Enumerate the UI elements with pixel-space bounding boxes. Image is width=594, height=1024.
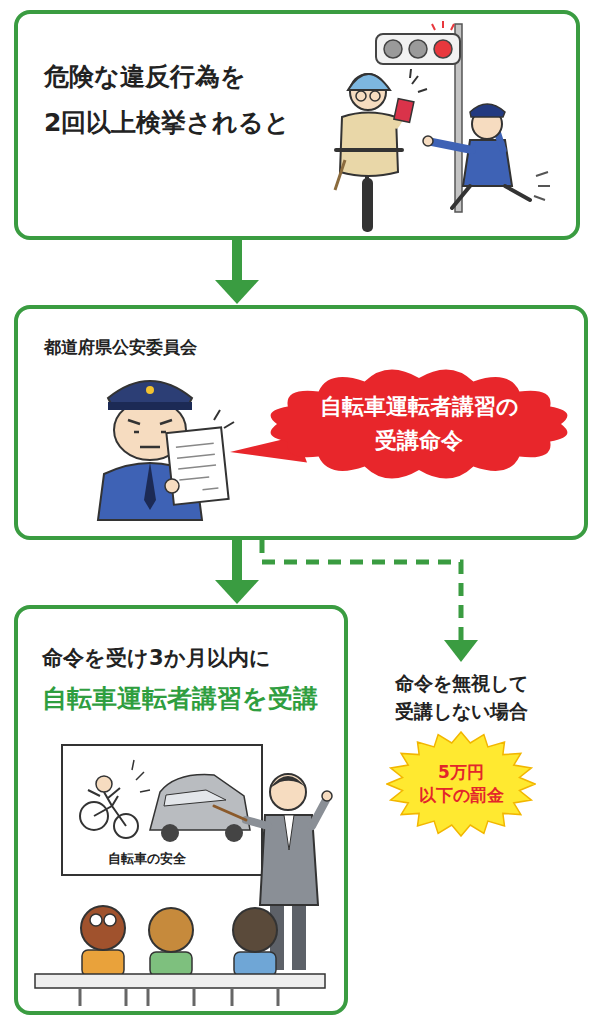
- node-text: 自転車運転者講習を受講: [42, 681, 328, 717]
- node-text: 命令を受け3か月以内に: [42, 643, 328, 673]
- node-text: 危険な違反行為を 2回以上検挙されると: [44, 54, 334, 146]
- cloud-outline: [271, 369, 568, 478]
- students-figure: [35, 906, 325, 1006]
- flow-arrow: [232, 540, 242, 581]
- burst-outline: [387, 732, 535, 836]
- commission-officer-figure: [98, 381, 234, 520]
- node-text: 都道府県公安委員会: [44, 335, 584, 359]
- whiteboard-picture: [62, 745, 262, 875]
- teacher-figure: [214, 774, 332, 970]
- burst-shape-holder: 5万円 以下の罰金: [386, 731, 536, 837]
- node-text: 自転車運転者講習の 受講命令: [309, 390, 529, 458]
- step-box: 危険な違反行為を 2回以上検挙されると: [14, 10, 580, 240]
- cyclist-figure: [335, 69, 427, 232]
- dashed-arrow: [262, 540, 461, 641]
- step-box: 命令を受け3か月以内に自転車運転者講習を受講: [14, 605, 348, 1015]
- node-text: 5万円 以下の罰金: [406, 761, 516, 807]
- flow-arrow: [232, 240, 242, 281]
- step-box: 都道府県公安委員会自転車運転者講習の 受講命令: [14, 305, 588, 540]
- node-text: 命令を無視して 受講しない場合: [366, 669, 556, 725]
- penalty-burst: 命令を無視して 受講しない場合 5万円 以下の罰金: [358, 663, 564, 839]
- police-officer-figure: [423, 104, 550, 208]
- burst-shape: [386, 731, 536, 837]
- cloud-shape: [263, 364, 575, 484]
- order-cloud: 自転車運転者講習の 受講命令: [263, 364, 575, 484]
- board-title: 自転車の安全: [108, 850, 186, 868]
